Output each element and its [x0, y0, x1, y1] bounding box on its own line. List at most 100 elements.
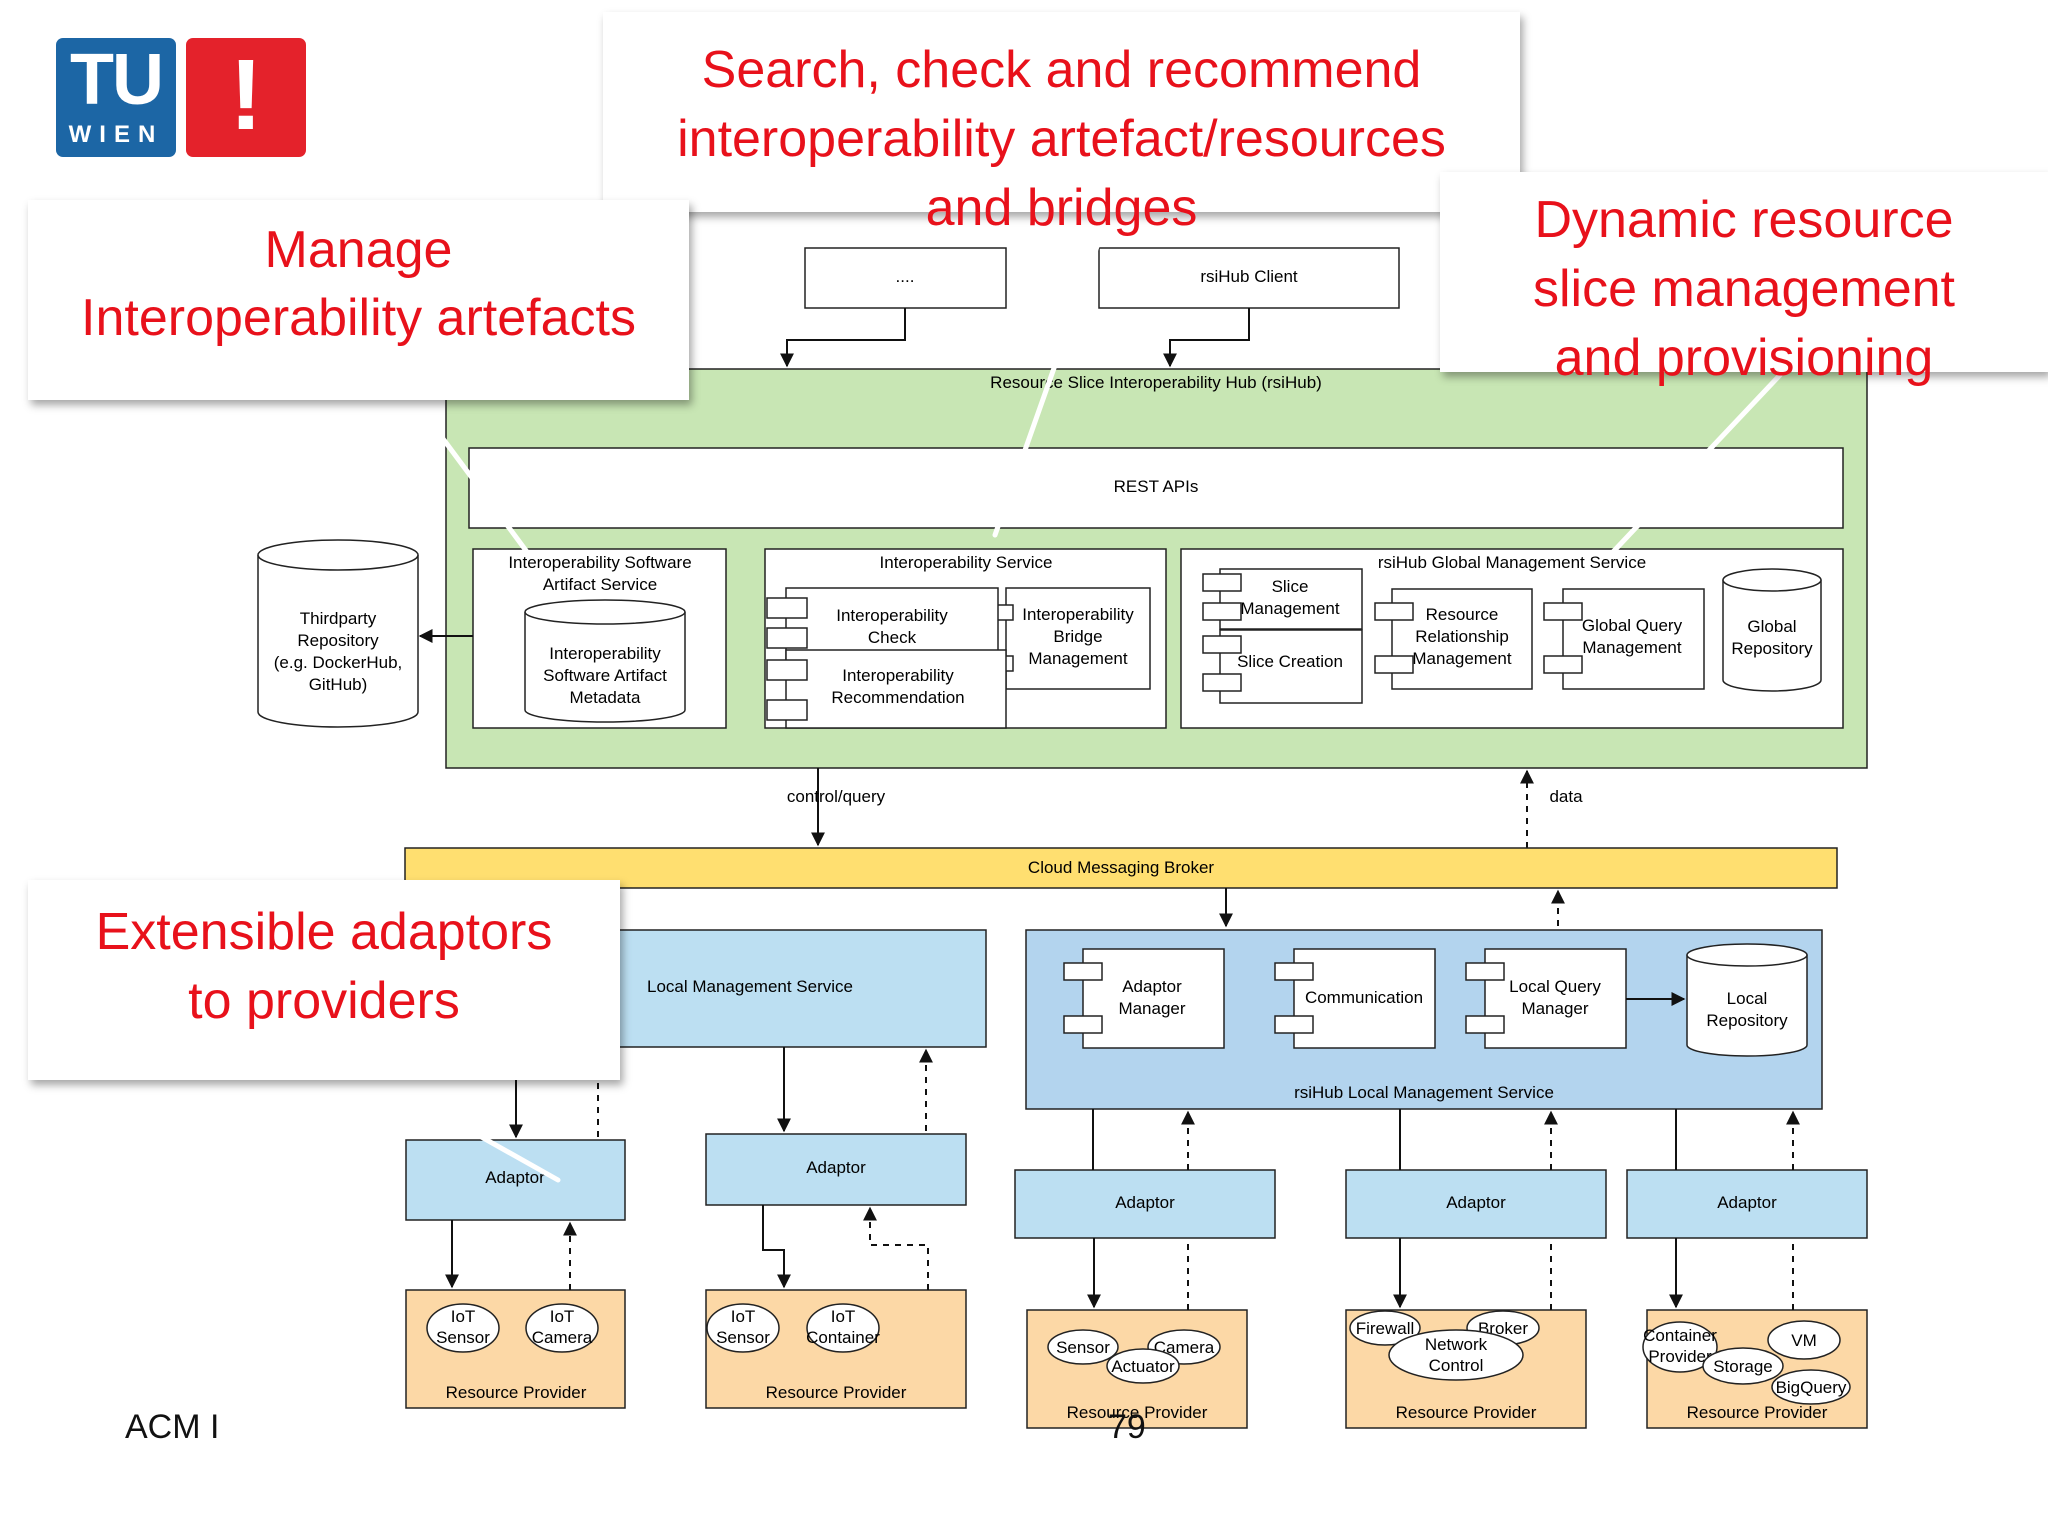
- svg-text:Local: Local: [1727, 989, 1768, 1008]
- client-rsihub: rsiHub Client: [1098, 247, 1400, 309]
- svg-text:Management: Management: [1582, 638, 1682, 657]
- svg-text:IoT: IoT: [451, 1307, 476, 1326]
- svg-text:(e.g. DockerHub,: (e.g. DockerHub,: [274, 653, 403, 672]
- provider-2-resources: IoT Sensor IoT Container: [706, 1303, 880, 1353]
- callout-extensible-adaptors: Extensible adaptors to providers: [28, 880, 620, 1080]
- svg-text:Interoperability Service: Interoperability Service: [880, 553, 1053, 572]
- svg-text:Repository: Repository: [1731, 639, 1813, 658]
- svg-text:VM: VM: [1791, 1331, 1817, 1350]
- svg-text:Resource Slice Interoperabilit: Resource Slice Interoperability Hub (rsi…: [990, 373, 1322, 392]
- client-other: ....: [804, 247, 1007, 309]
- global-repository: Global Repository: [1722, 568, 1822, 692]
- svg-text:Manager: Manager: [1521, 999, 1588, 1018]
- svg-text:Manager: Manager: [1118, 999, 1185, 1018]
- svg-text:Camera: Camera: [1154, 1338, 1215, 1357]
- footer-left-text: ACM I: [125, 1408, 220, 1446]
- logo-wien-text: WIEN: [68, 121, 164, 148]
- adaptor-3: Adaptor: [1014, 1169, 1276, 1239]
- interoperability-recommendation: Interoperability Recommendation: [766, 649, 1007, 729]
- logo-tu-text: TU: [70, 40, 164, 120]
- callout-dynamic-line-1: Dynamic resource: [1534, 191, 1954, 249]
- svg-text:Slice: Slice: [1272, 577, 1309, 596]
- svg-text:Network: Network: [1425, 1335, 1488, 1354]
- svg-text:Container: Container: [1643, 1326, 1717, 1345]
- svg-text:Adaptor: Adaptor: [1717, 1193, 1777, 1212]
- local-repository: Local Repository: [1686, 943, 1808, 1057]
- svg-text:Bridge: Bridge: [1053, 627, 1102, 646]
- tu-wien-logo: TU WIEN !: [56, 38, 306, 158]
- svg-text:REST APIs: REST APIs: [1114, 477, 1199, 496]
- callout-search-line-1: Search, check and recommend: [701, 41, 1422, 99]
- svg-text:Interoperability: Interoperability: [1022, 605, 1134, 624]
- callout-adaptors-line-2: to providers: [188, 972, 460, 1030]
- provider-5-resources: Container Provider VM Storage BigQuery: [1642, 1320, 1851, 1405]
- svg-text:GitHub): GitHub): [309, 675, 368, 694]
- svg-text:Adaptor: Adaptor: [806, 1158, 866, 1177]
- svg-text:Local Management Service: Local Management Service: [647, 977, 853, 996]
- adaptor-2: Adaptor: [705, 1133, 967, 1206]
- svg-text:rsiHub Local Management Servi: rsiHub Local Management Service: [1294, 1083, 1554, 1102]
- svg-text:Firewall: Firewall: [1356, 1319, 1415, 1338]
- slice-creation: Slice Creation: [1202, 629, 1363, 704]
- svg-text:BigQuery: BigQuery: [1776, 1378, 1847, 1397]
- svg-text:Recommendation: Recommendation: [831, 688, 964, 707]
- svg-text:Sensor: Sensor: [716, 1328, 770, 1347]
- svg-text:Software Artifact: Software Artifact: [543, 666, 667, 685]
- svg-text:rsiHub Global Management Servi: rsiHub Global Management Service: [1378, 553, 1646, 572]
- tu-wien-blue-block: TU WIEN: [56, 38, 176, 157]
- svg-text:Resource Provider: Resource Provider: [446, 1383, 587, 1402]
- svg-text:Interoperability: Interoperability: [549, 644, 661, 663]
- callout-search-check-recommend: Search, check and recommend interoperabi…: [603, 12, 1520, 237]
- provider-1-resources: IoT Sensor IoT Camera: [426, 1303, 599, 1353]
- svg-text:Management: Management: [1028, 649, 1128, 668]
- svg-text:Interoperability Software: Interoperability Software: [508, 553, 691, 572]
- adaptor-1: Adaptor: [405, 1139, 626, 1221]
- svg-text:IoT: IoT: [550, 1307, 575, 1326]
- svg-text:Adaptor: Adaptor: [1446, 1193, 1506, 1212]
- adaptor-provider-connectors: [445, 1205, 1794, 1310]
- callout-dynamic-line-3: and provisioning: [1554, 329, 1934, 387]
- callout-manage-line-2: Interoperability artefacts: [81, 289, 636, 347]
- global-query-management: Global Query Management: [1543, 588, 1705, 690]
- cloud-messaging-broker: Cloud Messaging Broker: [404, 847, 1838, 889]
- callout-dynamic-slice: Dynamic resource slice management and pr…: [1440, 172, 2048, 387]
- svg-text:IoT: IoT: [831, 1307, 856, 1326]
- slice-management: Slice Management: [1202, 568, 1363, 630]
- data-label: data: [1549, 787, 1583, 806]
- rest-apis: REST APIs: [468, 447, 1844, 529]
- svg-text:Check: Check: [868, 628, 917, 647]
- thirdparty-repository: Thirdparty Repository (e.g. DockerHub, G…: [257, 539, 419, 728]
- svg-text:Resource: Resource: [1426, 605, 1499, 624]
- svg-text:Actuator: Actuator: [1111, 1357, 1175, 1376]
- interoperability-bridge-management: Interoperability Bridge Management: [984, 587, 1151, 690]
- artifact-metadata-store: Interoperability Software Artifact Metad…: [524, 599, 686, 723]
- resource-relationship-management: Resource Relationship Management: [1374, 588, 1533, 690]
- callout-manage-line-1: Manage: [264, 221, 453, 279]
- svg-text:Storage: Storage: [1713, 1357, 1773, 1376]
- adaptor-5: Adaptor: [1626, 1169, 1868, 1239]
- svg-text:Artifact Service: Artifact Service: [543, 575, 657, 594]
- provider-3-resources: Sensor Camera Actuator: [1047, 1329, 1221, 1384]
- local-adaptor-connectors: [509, 1047, 1800, 1170]
- callout-search-line-3: and bridges: [925, 179, 1198, 237]
- svg-text:Cloud Messaging Broker: Cloud Messaging Broker: [1028, 858, 1214, 877]
- svg-text:Sensor: Sensor: [1056, 1338, 1110, 1357]
- client-rsihub-connector: [1163, 308, 1250, 368]
- page-number: 79: [1108, 1408, 1146, 1446]
- svg-text:IoT: IoT: [731, 1307, 756, 1326]
- callout-search-line-2: interoperability artefact/resources: [677, 110, 1446, 168]
- local-query-manager: Local Query Manager: [1465, 948, 1627, 1049]
- svg-text:Sensor: Sensor: [436, 1328, 490, 1347]
- callout-pointers: [377, 235, 1783, 1183]
- svg-text:Repository: Repository: [297, 631, 379, 650]
- svg-text:Control: Control: [1429, 1356, 1484, 1375]
- client-other-connector: [780, 308, 906, 368]
- tu-wien-red-block: !: [186, 38, 306, 157]
- svg-text:Management: Management: [1240, 599, 1340, 618]
- svg-text:Global: Global: [1747, 617, 1796, 636]
- adaptor-4: Adaptor: [1345, 1169, 1607, 1239]
- svg-text:Local Query: Local Query: [1509, 977, 1601, 996]
- svg-text:Resource Provider: Resource Provider: [1067, 1403, 1208, 1422]
- svg-text:Adaptor: Adaptor: [1115, 1193, 1175, 1212]
- callout-dynamic-line-2: slice management: [1533, 260, 1955, 318]
